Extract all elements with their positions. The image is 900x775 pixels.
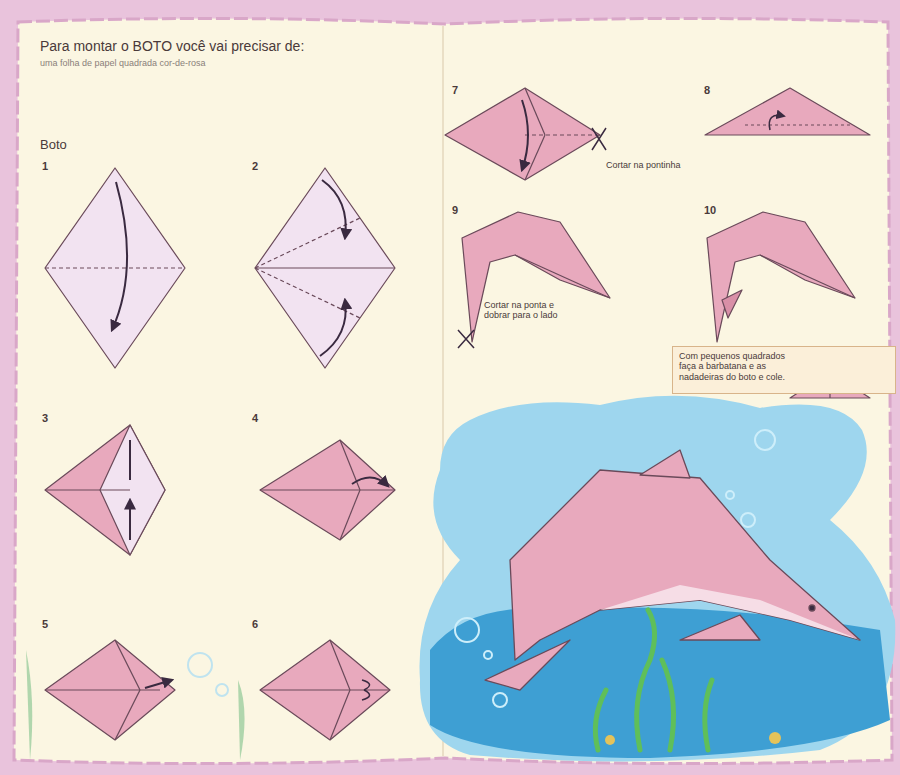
step-number: 6 <box>250 618 260 631</box>
page-title: Para montar o BOTO você vai precisar de: <box>40 38 304 54</box>
instruction-note: Cortar na pontinha <box>606 160 681 170</box>
step-number: 7 <box>450 84 460 97</box>
step-heading: Boto <box>40 138 67 153</box>
step-number: 1 <box>40 160 50 173</box>
step-number: 4 <box>250 412 260 425</box>
step-number: 8 <box>702 84 712 97</box>
step-number: 3 <box>40 412 50 425</box>
step-number: 9 <box>450 204 460 217</box>
step-number: 2 <box>250 160 260 173</box>
step-number: 10 <box>702 204 718 217</box>
note-text: Com pequenos quadrados faça a barbatana … <box>679 351 789 382</box>
materials-note: uma folha de papel quadrada cor-de-rosa <box>40 58 420 68</box>
step-number: 5 <box>40 618 50 631</box>
instruction-note: Cortar na ponta e dobrar para o lado <box>484 300 579 321</box>
note-box: Com pequenos quadrados faça a barbatana … <box>672 346 896 394</box>
